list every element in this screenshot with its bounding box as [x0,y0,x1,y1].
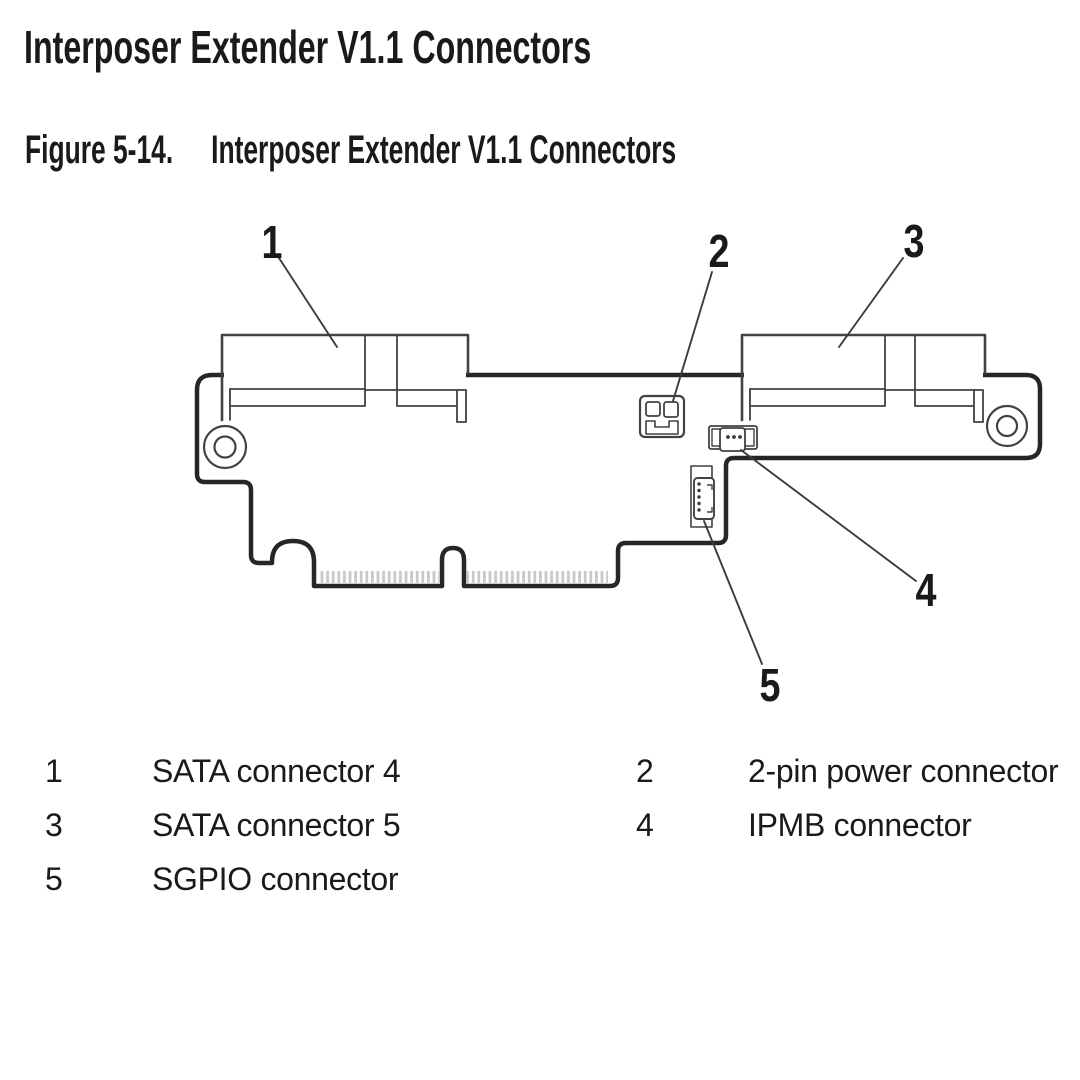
legend-label: 2-pin power connector [748,753,1059,789]
board-outline-path [194,372,1043,589]
callout-leader-2 [672,271,713,402]
legend-table: 1 SATA connector 4 2 2-pin power connect… [45,753,1078,915]
callout-number-1: 1 [262,216,283,267]
callout-number-3: 3 [904,215,925,266]
legend-label: IPMB connector [748,807,972,843]
legend-empty [636,861,748,915]
callout-leader-1 [278,257,338,348]
legend-num: 5 [45,861,63,897]
power-connector-shape [638,394,686,439]
callout-number-4: 4 [916,564,938,615]
legend-label: SATA connector 5 [152,807,401,843]
callout-leaders [278,257,917,665]
figure-caption-title: Interposer Extender V1.1 Connectors [211,128,677,172]
mounting-hole-right [985,404,1029,448]
sgpio-connector-shape [690,465,715,528]
legend-num: 2 [636,753,654,789]
legend-num: 1 [45,753,63,789]
callout-numbers: 1 2 3 4 5 [262,215,938,710]
finger-group-left [318,571,440,584]
legend-empty [748,861,1078,915]
sata-connector-4-shape [220,333,470,423]
mounting-hole-left [202,424,248,470]
legend-label: SATA connector 4 [152,753,401,789]
callout-leader-5 [703,520,763,665]
sata-connector-5-shape [740,333,987,423]
finger-group-right [466,571,608,584]
callout-leader-3 [838,257,904,348]
page-title: Interposer Extender V1.1 Connectors [24,21,592,73]
legend-label: SGPIO connector [152,861,399,897]
callout-number-5: 5 [760,659,781,710]
figure-caption-label: Figure 5-14. [25,128,174,172]
callout-leader-4 [740,449,917,582]
legend-num: 4 [636,807,654,843]
callout-number-2: 2 [709,225,730,276]
edge-connector-fingers [318,571,608,584]
figure-caption: Figure 5-14. Interposer Extender V1.1 Con… [25,128,676,173]
ipmb-connector-shape [708,425,758,452]
board-outline [194,372,1043,589]
legend-num: 3 [45,807,63,843]
